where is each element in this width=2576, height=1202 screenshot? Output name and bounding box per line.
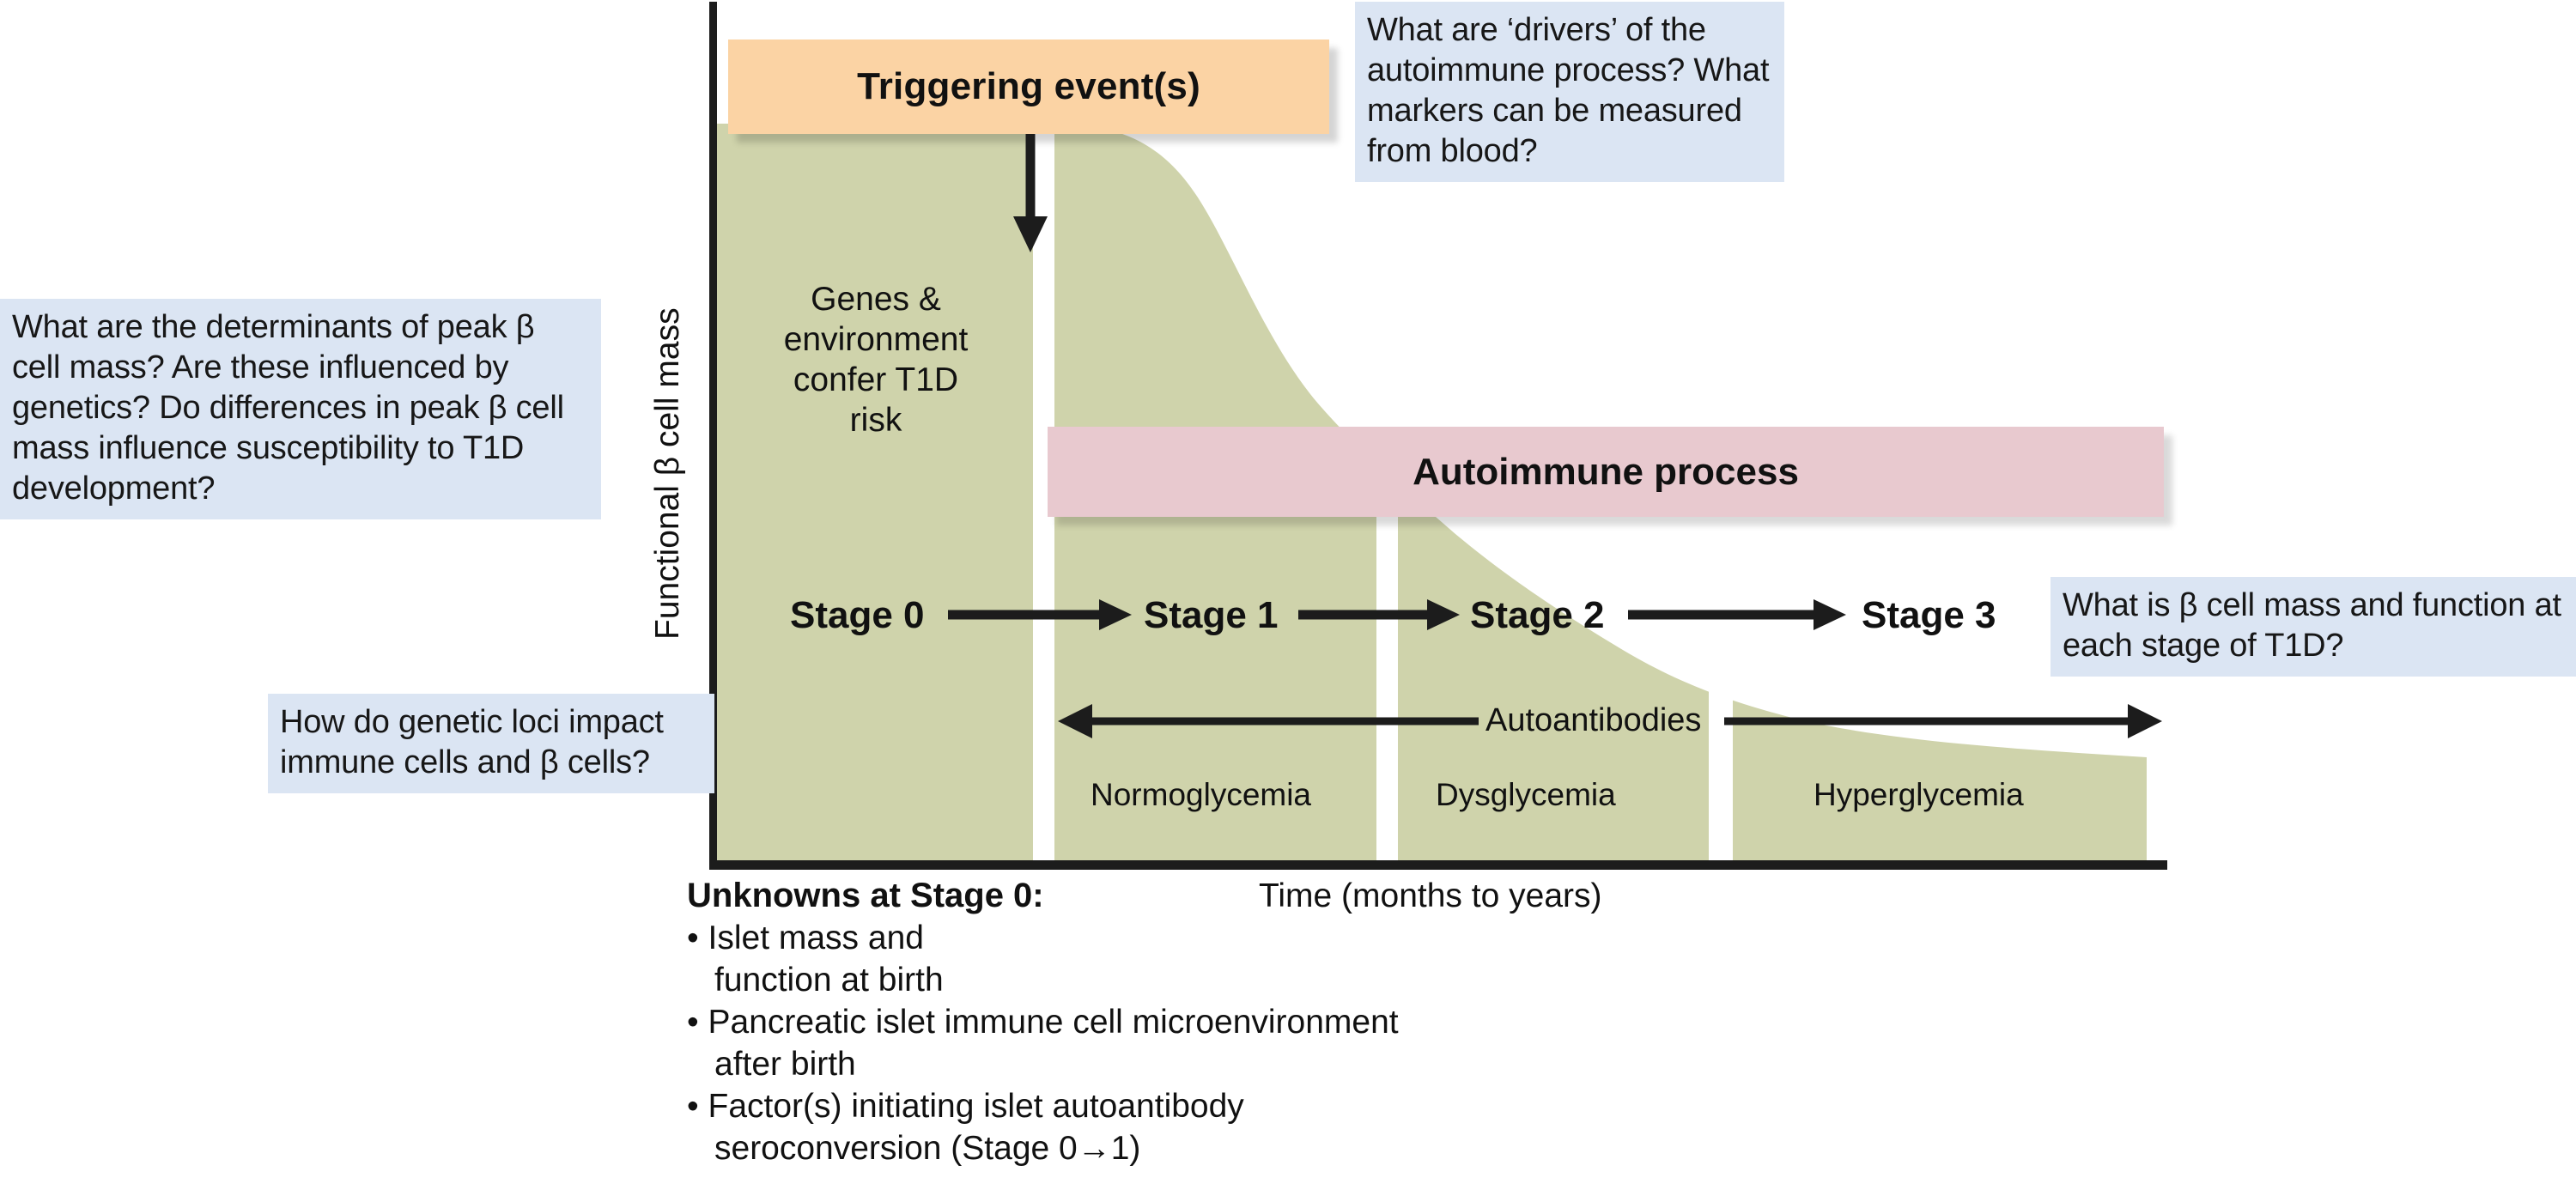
autoantibodies-label: Autoantibodies xyxy=(1485,702,1702,738)
stage-label-1: Stage 1 xyxy=(1144,594,1279,636)
callout-genetic-loci: How do genetic loci impact immune cells … xyxy=(268,694,714,793)
unknowns-list-item: Islet mass and function at birth xyxy=(687,917,1546,1001)
triggering-event-banner: Triggering event(s) xyxy=(728,39,1329,134)
glycemia-label-normoglycemia: Normoglycemia xyxy=(1091,777,1312,812)
autoimmune-process-label: Autoimmune process xyxy=(1413,450,1799,493)
unknowns-at-stage-0-block: Unknowns at Stage 0: Islet mass and func… xyxy=(687,874,1546,1169)
x-axis-line xyxy=(709,860,2167,870)
y-axis-label: Functional β cell mass xyxy=(649,307,686,640)
unknowns-title: Unknowns at Stage 0: xyxy=(687,877,1044,914)
stage-label-2: Stage 2 xyxy=(1470,594,1605,636)
callout-peak-beta-cell-mass: What are the determinants of peak β cell… xyxy=(0,299,601,519)
triggering-event-label: Triggering event(s) xyxy=(857,65,1200,107)
callout-autoimmune-drivers: What are ‘drivers’ of the autoimmune pro… xyxy=(1355,2,1784,182)
beta-cell-mass-curve xyxy=(717,124,2147,860)
glycemia-label-hyperglycemia: Hyperglycemia xyxy=(1814,777,2024,812)
trigger-down-arrow-icon xyxy=(1013,134,1048,252)
x-axis-label: Time (months to years) xyxy=(1259,877,1602,914)
y-axis-line xyxy=(709,2,717,867)
unknowns-list-item: Factor(s) initiating islet autoantibody … xyxy=(687,1085,1546,1169)
autoimmune-process-banner: Autoimmune process xyxy=(1048,427,2164,517)
glycemia-label-dysglycemia: Dysglycemia xyxy=(1436,777,1616,812)
callout-stage-beta-cell-mass: What is β cell mass and function at each… xyxy=(2050,577,2576,677)
beta-cell-mass-area-chart xyxy=(717,124,2147,860)
genes-environment-text: Genes & environment confer T1D risk xyxy=(783,281,969,439)
unknowns-list-item: Pancreatic islet immune cell microenviro… xyxy=(687,1001,1546,1085)
stage-label-3: Stage 3 xyxy=(1862,594,1996,636)
stage-label-0: Stage 0 xyxy=(790,594,925,636)
